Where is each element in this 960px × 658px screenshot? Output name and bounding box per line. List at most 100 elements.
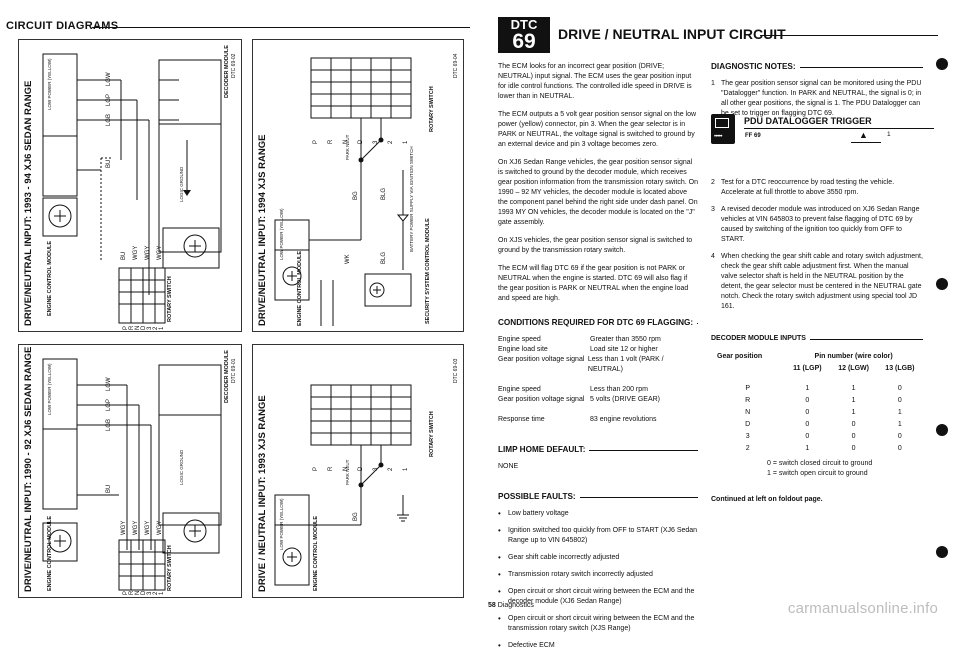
value-cell: 1	[805, 445, 810, 452]
footer-section: Diagnostics	[497, 602, 534, 609]
condition-key: Response time	[498, 416, 545, 423]
switch-wire-label: WGY	[157, 245, 163, 260]
diagram-ref: DTC 69-03	[453, 358, 459, 383]
condition-value: Load site 12 or higher	[590, 346, 658, 353]
low-power-connector-label: LOW POWER (YELLOW)	[279, 498, 284, 550]
limp-home-heading: LIMP HOME DEFAULT:	[498, 445, 698, 455]
fault-item: Defective ECM	[498, 641, 698, 651]
switch-wire-label: WGY	[157, 520, 163, 535]
diagnostic-note-1: 1 The gear position sensor signal can be…	[711, 80, 922, 117]
pdu-device-icon: •••••	[711, 114, 735, 144]
binder-hole-icon	[936, 546, 948, 558]
watermark: carmanualsonline.info	[787, 600, 938, 617]
logic-ground-label: LOGIC GROUND	[179, 166, 184, 202]
panel-title: DRIVE/NEUTRAL INPUT: 1994 XJS RANGE	[257, 134, 268, 326]
decoder-heading: DECODER MODULE INPUTS	[711, 334, 923, 344]
wire-label: LGW	[106, 377, 112, 391]
gear-cell: 2	[745, 445, 750, 452]
condition-key: Engine speed	[498, 336, 541, 343]
pdu-trigger-value: 1	[887, 131, 891, 138]
gear-position-label: R	[328, 466, 334, 471]
diagnostic-column: DIAGNOSTIC NOTES: 1 The gear position se…	[711, 62, 923, 119]
gear-position-label: 3	[373, 467, 379, 471]
page-number: 58	[488, 602, 496, 609]
gear-position-label: R	[328, 139, 334, 144]
value-cell: 0	[851, 433, 856, 440]
conditions-title: CONDITIONS REQUIRED FOR DTC 69 FLAGGING:	[498, 318, 694, 327]
limp-home-title: LIMP HOME DEFAULT:	[498, 445, 586, 454]
wiring-diagram-xjs-94	[274, 57, 412, 326]
limp-home-value: NONE	[498, 463, 519, 470]
fault-item: Open circuit or short circuit wiring bet…	[498, 614, 698, 634]
section-title: CIRCUIT DIAGRAMS	[6, 20, 119, 32]
value-cell: 1	[851, 397, 856, 404]
low-power-connector-label: LOW POWER (YELLOW)	[47, 58, 52, 110]
module-label-security: SECURITY SYSTEM CONTROL MODULE	[425, 218, 431, 324]
fault-item: Ignition switched too quickly from OFF t…	[498, 526, 698, 546]
gear-position-label: 2	[388, 467, 394, 471]
conditions-heading: CONDITIONS REQUIRED FOR DTC 69 FLAGGING:	[498, 318, 698, 328]
value-cell: 1	[897, 421, 902, 428]
gear-position-label: 1	[403, 140, 409, 144]
value-cell: 0	[897, 385, 902, 392]
value-cell: 0	[805, 433, 810, 440]
condition-value: Less than 1 volt (PARK / NEUTRAL)	[587, 356, 664, 373]
gear-position-label: 1	[159, 591, 165, 595]
module-label-decoder: DECODER MODULE	[224, 45, 230, 98]
condition-key: Engine load site	[498, 346, 548, 353]
dtc-label: DTC	[510, 17, 538, 32]
value-cell: 0	[897, 445, 902, 452]
wire-label: LGP	[106, 398, 112, 411]
condition-row: Engine speed Less than 200 rpm	[498, 385, 698, 395]
header-rule	[92, 27, 470, 28]
description-column: The ECM looks for an incorrect gear posi…	[498, 62, 698, 658]
diagram-ref: DTC 69-02	[231, 53, 237, 78]
intro-paragraph: The ECM will flag DTC 69 if the gear pos…	[498, 265, 689, 302]
intro-paragraph: The ECM looks for an incorrect gear posi…	[498, 63, 692, 100]
decoder-pin: 11 (LGP)	[793, 365, 822, 372]
title-rule	[760, 35, 938, 36]
faults-heading: POSSIBLE FAULTS:	[498, 492, 698, 502]
wiring-diagram-xj6-90-92	[42, 358, 222, 591]
diagram-panel-xjs-93: DRIVE / NEUTRAL INPUT: 1993 XJS RANGE EN…	[252, 344, 464, 598]
continued-note: Continued at left on foldout page.	[711, 496, 823, 503]
wiring-diagram-xjs-93	[274, 384, 412, 586]
table-row	[711, 375, 923, 383]
diagram-ref: DTC 69-04	[453, 53, 459, 78]
gear-position-label: P	[313, 466, 319, 471]
switch-wire-label: WGY	[133, 520, 139, 535]
decoder-table: Gear position Pin number (wire color) 11…	[711, 351, 923, 455]
legend-zero: 0 = switch closed circuit to ground	[767, 460, 873, 467]
panel-title: DRIVE/NEUTRAL INPUT: 1993 - 94 XJ6 SEDAN…	[23, 80, 34, 326]
condition-value: Less than 200 rpm	[590, 386, 648, 393]
wire-label: WK	[345, 254, 351, 264]
diagnostic-heading: DIAGNOSTIC NOTES:	[711, 62, 923, 72]
binder-hole-icon	[936, 58, 948, 70]
wire-label: BU	[106, 484, 112, 493]
legend-one: 1 = switch open circuit to ground	[767, 470, 868, 477]
park-neut-label: PARK NEUT	[345, 134, 350, 160]
value-cell: 1	[897, 409, 902, 416]
panel-title: DRIVE / NEUTRAL INPUT: 1993 XJS RANGE	[257, 395, 268, 592]
intro-paragraph: The ECM outputs a 5 volt gear position s…	[498, 111, 697, 148]
gear-position-label: 1	[159, 326, 165, 330]
pdu-trigger-line	[851, 142, 881, 143]
fault-item: Gear shift cable incorrectly adjusted	[498, 553, 698, 563]
faults-title: POSSIBLE FAULTS:	[498, 492, 576, 501]
condition-key: Engine speed	[498, 386, 541, 393]
page-title: DRIVE / NEUTRAL INPUT CIRCUIT	[558, 26, 786, 42]
gear-cell: 3	[745, 433, 750, 440]
intro-paragraph: On XJS vehicles, the gear position senso…	[498, 237, 693, 254]
gear-cell: P	[745, 385, 750, 392]
decoder-header-row: Gear position Pin number (wire color)	[711, 351, 923, 363]
value-cell: 0	[897, 433, 902, 440]
gear-position-label: D	[358, 139, 364, 144]
value-cell: 0	[851, 421, 856, 428]
wire-label: LGW	[106, 72, 112, 86]
wiring-diagram-xj6-93-94	[42, 53, 222, 324]
